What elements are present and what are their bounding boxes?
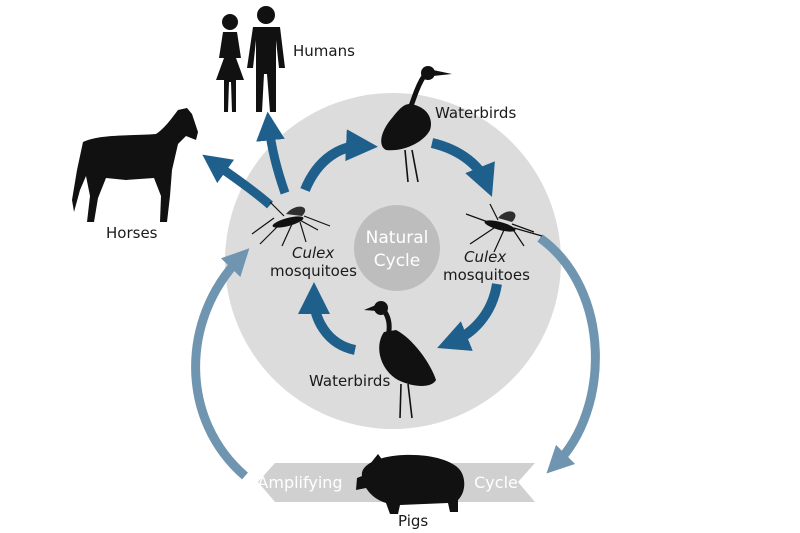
arrow-waterbird-to-mosquito-left (298, 282, 357, 355)
pigs-label: Pigs (398, 512, 428, 530)
arrow-mosquito-to-humans (256, 111, 290, 195)
arrow-mosquito-to-waterbird-bottom (437, 283, 502, 351)
heron-icon (364, 301, 436, 419)
humans-label: Humans (293, 42, 355, 60)
banner-right-label: Cycle (474, 473, 518, 492)
human-couple-icon (216, 6, 285, 112)
arrow-mosquito-to-pig (537, 234, 600, 474)
waterbirds-bottom-label: Waterbirds (309, 372, 390, 390)
arrow-mosquito-to-waterbird-top (300, 129, 378, 193)
mosquito-left-label: mosquitoes (270, 262, 357, 280)
arrow-mosquito-to-horses (202, 154, 273, 209)
arrow-waterbird-to-mosquito-right (430, 138, 495, 197)
horse-icon (72, 108, 198, 222)
natural-cycle-center (354, 205, 440, 291)
waterbirds-top-label: Waterbirds (435, 104, 516, 122)
mosquito-right-genus: Culex (464, 248, 506, 266)
mosquito-icon (251, 201, 331, 247)
mosquito-left-genus: Culex (292, 244, 334, 262)
center-label-line1: Natural (366, 228, 429, 248)
heron-icon (381, 66, 452, 183)
mosquito-icon (465, 203, 543, 253)
banner-left-label: Amplifying (257, 473, 342, 492)
pig-icon (356, 454, 465, 514)
horses-label: Horses (106, 224, 158, 242)
arrow-pig-to-mosquito (191, 248, 250, 480)
mosquito-right-label: mosquitoes (443, 266, 530, 284)
center-label-line2: Cycle (374, 251, 420, 271)
